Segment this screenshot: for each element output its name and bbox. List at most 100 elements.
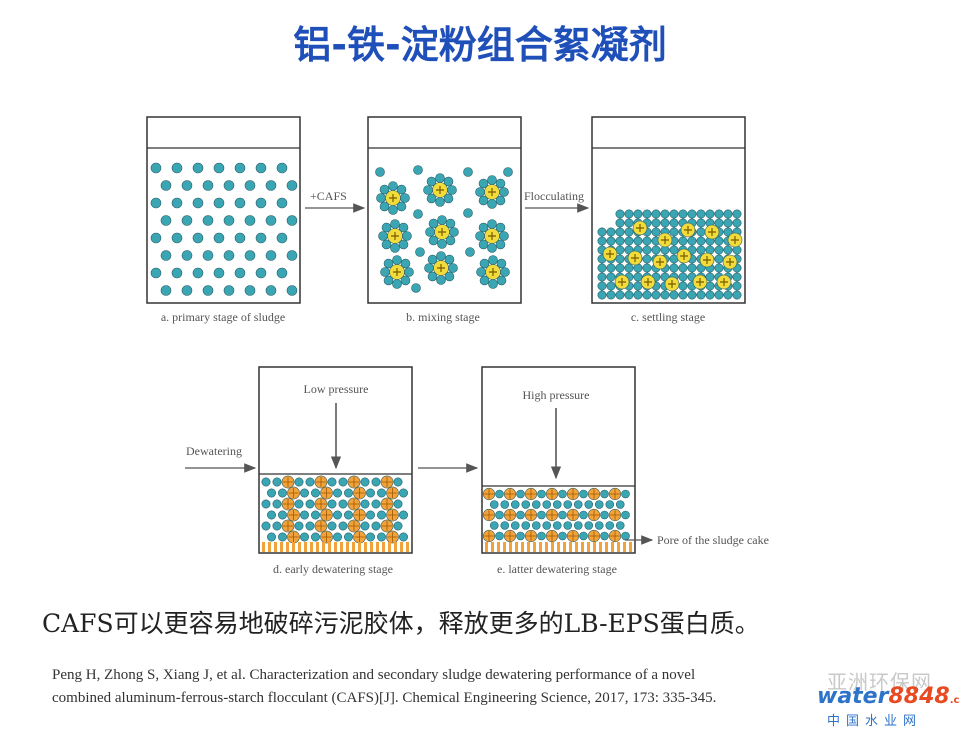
particle (669, 263, 679, 273)
particle (234, 267, 246, 279)
panel-e-cake (482, 487, 632, 552)
particle (447, 185, 457, 195)
particle (244, 180, 256, 191)
particle (594, 521, 604, 530)
svg-text:+CAFS: +CAFS (310, 189, 347, 203)
particle (311, 532, 320, 542)
particle (415, 247, 425, 257)
particle (563, 500, 573, 509)
particle (714, 254, 724, 264)
particle (606, 290, 616, 300)
particle (150, 197, 162, 209)
plus-sign-icon (731, 236, 739, 244)
pore-bar (376, 542, 379, 552)
particle (696, 245, 706, 255)
particle (723, 209, 733, 219)
plus-sign-icon (668, 280, 676, 288)
particle (399, 488, 408, 498)
arrow-high-pressure: High pressure (523, 388, 589, 480)
particle (531, 521, 541, 530)
particle (624, 218, 634, 228)
particle (669, 290, 679, 300)
pore-bar (388, 542, 391, 552)
arrow-dewatering: Dewatering (185, 444, 257, 473)
particle (660, 290, 670, 300)
particle (642, 290, 652, 300)
particle (378, 231, 388, 241)
arrow-pore: Pore of the sludge cake (625, 533, 769, 547)
particle (633, 272, 643, 282)
particle (669, 227, 679, 237)
particle (265, 180, 277, 191)
particle (487, 219, 497, 229)
particle (705, 290, 715, 300)
particle (448, 263, 458, 273)
particle (435, 197, 445, 207)
particle (344, 532, 353, 542)
particle (531, 500, 541, 509)
particle (278, 488, 287, 498)
particle (360, 477, 370, 487)
plus-sign-icon (436, 186, 444, 194)
particle (267, 510, 276, 520)
particle (594, 500, 604, 509)
particle (521, 500, 531, 509)
particle (371, 521, 381, 531)
particle (478, 195, 489, 206)
particle (495, 222, 506, 233)
particle (487, 199, 497, 209)
pore-bar (599, 542, 602, 552)
particle (379, 201, 390, 212)
particle (495, 531, 504, 541)
particle (202, 250, 214, 261)
particle (615, 254, 625, 264)
particle (192, 267, 204, 279)
particle (606, 263, 616, 273)
particle (723, 290, 733, 300)
particle (579, 510, 588, 520)
particle (510, 521, 520, 530)
svg-text:Flocculating: Flocculating (524, 189, 584, 203)
pore-bar (515, 542, 518, 552)
plus-sign-icon (661, 236, 669, 244)
particle (379, 184, 390, 195)
particle (181, 285, 193, 296)
particle (605, 500, 615, 509)
particle (642, 263, 652, 273)
pore-bar (533, 542, 536, 552)
particle (696, 290, 706, 300)
particle (573, 521, 583, 530)
plus-sign-icon (708, 228, 716, 236)
particle (579, 489, 588, 499)
particle (714, 245, 724, 255)
particle (160, 285, 172, 296)
particle (624, 236, 634, 246)
particle (388, 181, 398, 191)
plus-sign-icon (618, 278, 626, 286)
particle (642, 236, 652, 246)
pore-bar (617, 542, 620, 552)
particle (366, 488, 375, 498)
particle (160, 180, 172, 191)
particle (615, 521, 625, 530)
particle (615, 218, 625, 228)
particle (678, 236, 688, 246)
particle (436, 275, 446, 285)
particle (714, 290, 724, 300)
particle (516, 531, 525, 541)
pore-bar (503, 542, 506, 552)
particle (413, 209, 423, 219)
pore-bar (557, 542, 560, 552)
particle (678, 263, 688, 273)
plus-sign-icon (437, 264, 445, 272)
plus-sign-icon (606, 250, 614, 258)
panel-e-caption: e. latter dewatering stage (497, 562, 617, 576)
particle (696, 218, 706, 228)
particle (495, 489, 504, 499)
particle (425, 227, 435, 237)
pore-bar (575, 542, 578, 552)
watermark-logo: water8848.com (817, 684, 960, 709)
pore-bar (262, 542, 265, 552)
particle (449, 227, 459, 237)
pore-bar (623, 542, 626, 552)
